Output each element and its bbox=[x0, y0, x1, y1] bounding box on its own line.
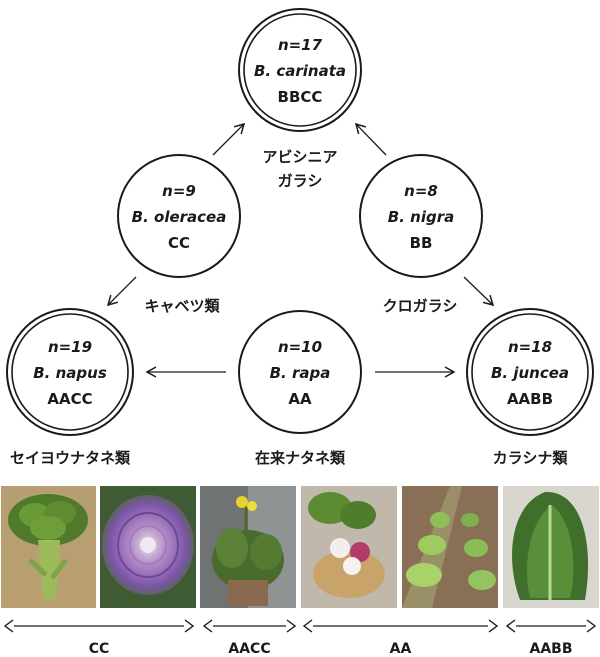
range-bar-aabb: AABB bbox=[505, 619, 597, 657]
species-name: B. nigra bbox=[388, 208, 454, 226]
range-arrow-right bbox=[488, 619, 499, 633]
mustard-greens-photo bbox=[503, 486, 599, 608]
node-inner-circle bbox=[243, 13, 357, 127]
genome-code: AACC bbox=[47, 390, 92, 408]
arrow-nigra-to-juncea bbox=[463, 276, 495, 307]
node-inner-circle bbox=[471, 313, 589, 431]
arrow-oleracea-to-napus bbox=[106, 276, 137, 307]
chromosome-number: n=18 bbox=[508, 338, 552, 356]
node-circle bbox=[238, 8, 362, 132]
range-arrow-right bbox=[586, 619, 597, 633]
range-bar-cc: CC bbox=[3, 619, 195, 657]
node-circle bbox=[359, 154, 483, 278]
genome-code: AABB bbox=[507, 390, 553, 408]
japanese-name: キャベツ類 bbox=[144, 297, 220, 315]
ornamental-kale-photo bbox=[100, 486, 196, 608]
range-bar-aa: AA bbox=[302, 619, 499, 657]
chromosome-number: n=9 bbox=[162, 182, 196, 200]
japanese-name: 在来ナタネ類 bbox=[255, 449, 346, 467]
arrows bbox=[106, 122, 495, 378]
range-arrow-right bbox=[286, 619, 297, 633]
japanese-name: セイヨウナタネ類 bbox=[10, 449, 131, 467]
species-name: B. oleracea bbox=[132, 208, 227, 226]
node-circle bbox=[117, 154, 241, 278]
node-inner-circle bbox=[11, 313, 129, 431]
species-name: B. carinata bbox=[254, 62, 346, 80]
leafy-rows-photo bbox=[402, 486, 498, 608]
arrow-oleracea-to-carinata bbox=[212, 122, 246, 156]
chromosome-number: n=19 bbox=[48, 338, 92, 356]
genome-code: CC bbox=[168, 234, 190, 252]
range-arrow-left bbox=[202, 619, 213, 633]
chromosome-number: n=8 bbox=[404, 182, 438, 200]
japanese-name: ガラシ bbox=[278, 172, 323, 190]
japanese-name: アビシニア bbox=[262, 148, 337, 166]
node-circle bbox=[6, 308, 134, 436]
genome-code: AA bbox=[288, 390, 312, 408]
chromosome-number: n=17 bbox=[278, 36, 323, 54]
chromosome-number: n=10 bbox=[278, 338, 322, 356]
range-label: AABB bbox=[529, 641, 572, 657]
arrow-nigra-to-carinata bbox=[354, 122, 387, 156]
range-arrow-left bbox=[3, 619, 14, 633]
broccoli-photo bbox=[1, 486, 96, 608]
turnip-photo bbox=[301, 486, 397, 608]
group-range-bars: CC AACC AA AABB bbox=[3, 619, 597, 657]
range-arrow-left bbox=[302, 619, 313, 633]
node-circle bbox=[466, 308, 594, 436]
japanese-name: カラシナ類 bbox=[493, 449, 569, 467]
genome-code: BBCC bbox=[278, 88, 323, 106]
species-name: B. napus bbox=[33, 364, 107, 382]
japanese-name: クロガラシ bbox=[383, 297, 458, 315]
genome-code: BB bbox=[410, 234, 433, 252]
rapeseed-plant-photo bbox=[200, 486, 296, 608]
range-arrow-left bbox=[505, 619, 516, 633]
node-circle bbox=[238, 310, 362, 434]
range-label: CC bbox=[89, 641, 110, 657]
range-label: AACC bbox=[228, 641, 270, 657]
species-name: B. juncea bbox=[491, 364, 569, 382]
photo-strip bbox=[1, 486, 599, 608]
range-label: AA bbox=[390, 641, 412, 657]
range-bar-aacc: AACC bbox=[202, 619, 297, 657]
species-name: B. rapa bbox=[270, 364, 331, 382]
range-arrow-right bbox=[184, 619, 195, 633]
